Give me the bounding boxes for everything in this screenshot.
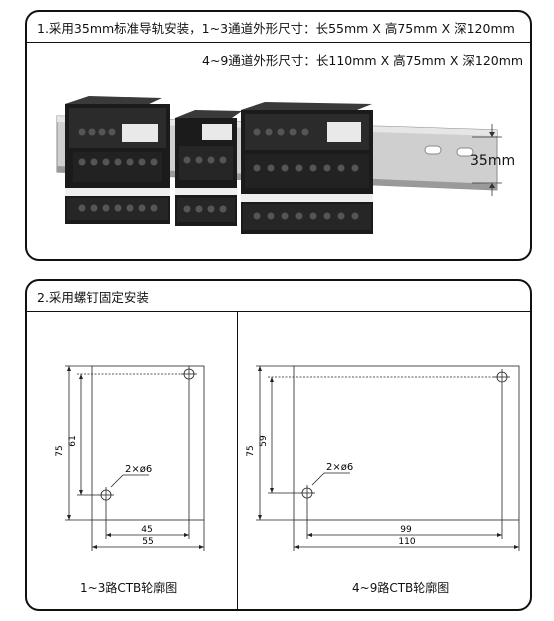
small-width-inner: 45: [141, 525, 152, 535]
rail-dimension-label: 35mm: [470, 153, 515, 169]
large-height-outer: 75: [246, 445, 256, 456]
section2-title: 2.采用螺钉固定安装: [37, 290, 149, 305]
screw-mount-section: 2.采用螺钉固定安装: [25, 279, 532, 611]
din-rail-section: 1.采用35mm标准导轨安装，1~3通道外形尺寸：长55mm X 高75mm X…: [25, 10, 532, 261]
small-width-outer: 55: [142, 537, 153, 547]
drawing-divider: [237, 311, 238, 609]
large-housing-outline: [293, 365, 520, 521]
large-outline-drawing: 75 59 99 110 2×ø6: [246, 365, 520, 551]
section1-subtitle: 4~9通道外形尺寸：长110mm X 高75mm X 深120mm: [202, 53, 524, 68]
large-hole-label: 2×ø6: [326, 462, 353, 473]
rail-dimension-35mm: 35mm: [470, 124, 515, 196]
module-left-terminals: [78, 128, 158, 212]
small-outline-drawing: 75 61 45 55 2×ø6: [55, 365, 205, 551]
section-header: 2.采用螺钉固定安装: [27, 281, 530, 312]
large-caption: 4~9路CTB轮廓图: [352, 581, 450, 595]
small-caption: 1~3路CTB轮廓图: [80, 581, 178, 595]
small-hole-label: 2×ø6: [125, 464, 152, 475]
large-height-inner: 59: [259, 435, 269, 447]
din-rail-product-photo: 35mm: [56, 96, 515, 234]
module-middle-terminals: [183, 156, 227, 213]
small-height-inner: 61: [68, 435, 78, 446]
large-width-inner: 99: [400, 525, 412, 535]
section1-title: 1.采用35mm标准导轨安装，1~3通道外形尺寸：长55mm X 高75mm X…: [37, 21, 515, 36]
module-right-terminals: [253, 128, 359, 220]
small-height-outer: 75: [55, 445, 65, 456]
small-housing-outline: [91, 365, 205, 521]
large-width-outer: 110: [398, 537, 415, 547]
section-header: 1.采用35mm标准导轨安装，1~3通道外形尺寸：长55mm X 高75mm X…: [27, 12, 530, 43]
